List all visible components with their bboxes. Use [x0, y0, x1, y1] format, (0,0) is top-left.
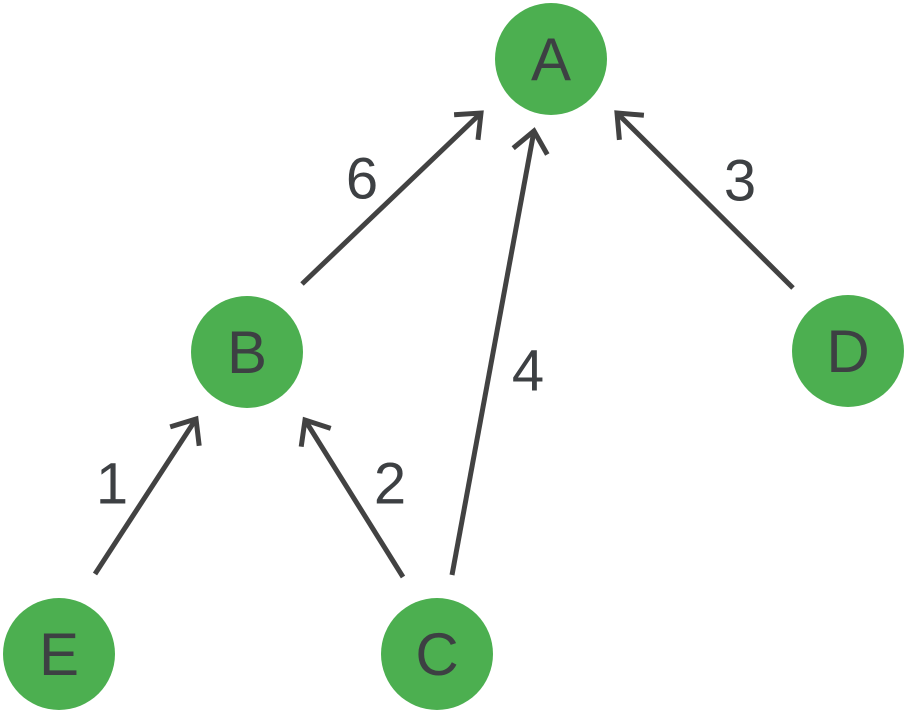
edge-weight-C-A: 4 — [512, 338, 544, 403]
edge-weight-C-B: 2 — [374, 451, 406, 516]
node-label-E: E — [39, 621, 79, 688]
edge-E-B — [92, 417, 199, 576]
edge-weight-E-B: 1 — [96, 451, 128, 516]
node-label-B: B — [227, 319, 267, 386]
arrowhead-C-A-icon — [511, 127, 550, 156]
node-label-D: D — [826, 318, 869, 385]
edge-B-A — [300, 111, 483, 286]
node-A[interactable] — [495, 3, 607, 115]
node-label-A: A — [531, 26, 571, 93]
node-label-C: C — [415, 621, 458, 688]
arrowhead-C-B-icon — [298, 416, 332, 448]
node-E[interactable] — [3, 598, 115, 710]
arrowhead-D-A-icon — [614, 110, 645, 141]
edge-C-B — [302, 418, 406, 579]
arrowhead-B-A-icon — [453, 110, 484, 141]
edge-weight-D-A: 3 — [724, 148, 756, 213]
edge-weight-B-A: 6 — [346, 146, 378, 211]
edge-C-A — [449, 130, 537, 576]
node-D[interactable] — [792, 295, 904, 407]
arrowhead-E-B-icon — [169, 415, 202, 447]
node-B[interactable] — [191, 296, 303, 408]
edge-D-A — [615, 111, 795, 290]
node-C[interactable] — [381, 598, 493, 710]
